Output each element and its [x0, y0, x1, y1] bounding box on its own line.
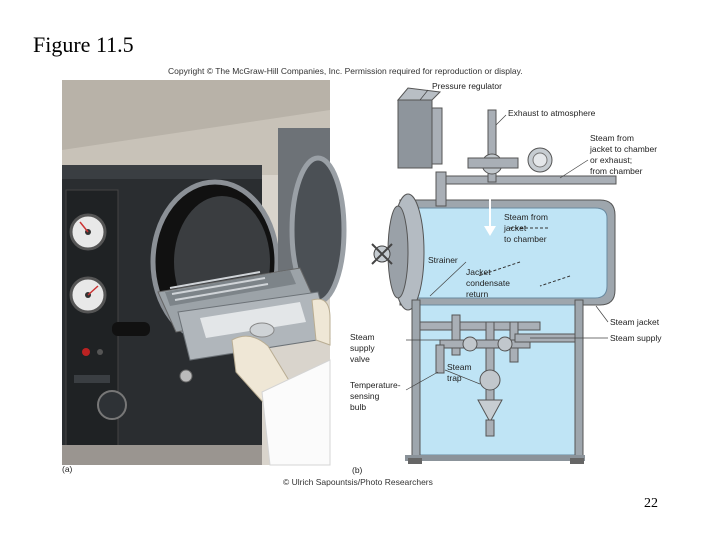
label-supply-valve-line3: valve [350, 354, 370, 364]
label-steam-chamber-line3: to chamber [504, 234, 547, 244]
leader-lines [405, 89, 609, 391]
label-steam-chamber-line2: jacket [503, 223, 527, 233]
label-steam-supply: Steam supply [610, 333, 662, 343]
photo-credit: © Ulrich Sapountsis/Photo Researchers [283, 477, 433, 487]
label-steam-trap-line1: Steam [447, 362, 472, 372]
autoclave-photo [62, 80, 347, 466]
label-strainer: Strainer [428, 255, 458, 265]
label-temp-bulb-line3: bulb [350, 402, 366, 412]
label-steam-jacket: Steam jacket [610, 317, 660, 327]
label-steam-trap-line2: trap [447, 373, 462, 383]
label-steam-from-jacket-line1: Steam from [590, 133, 634, 143]
label-supply-valve-line1: Steam [350, 332, 375, 342]
label-pressure-regulator: Pressure regulator [432, 81, 502, 91]
label-temp-bulb-line2: sensing [350, 391, 380, 401]
autoclave-diagram [371, 87, 617, 464]
label-steam-from-jacket-line2: jacket to chamber [589, 144, 657, 154]
label-condensate-line2: condensate [466, 278, 510, 288]
copyright-text: Copyright © The McGraw-Hill Companies, I… [168, 66, 523, 76]
slide-title: Figure 11.5 [33, 32, 134, 57]
label-steam-chamber-line1: Steam from [504, 212, 548, 222]
panel-a-label: (a) [62, 464, 73, 474]
panel-b-label: (b) [352, 465, 363, 475]
label-temp-bulb-line1: Temperature- [350, 380, 401, 390]
label-condensate-line3: return [466, 289, 488, 299]
label-supply-valve-line2: supply [350, 343, 375, 353]
page-number: 22 [644, 496, 658, 511]
label-condensate-line1: Jacket [466, 267, 491, 277]
label-steam-from-jacket-line4: from chamber [590, 166, 643, 176]
label-exhaust: Exhaust to atmosphere [508, 108, 596, 118]
label-steam-from-jacket-line3: or exhaust; [590, 155, 632, 165]
